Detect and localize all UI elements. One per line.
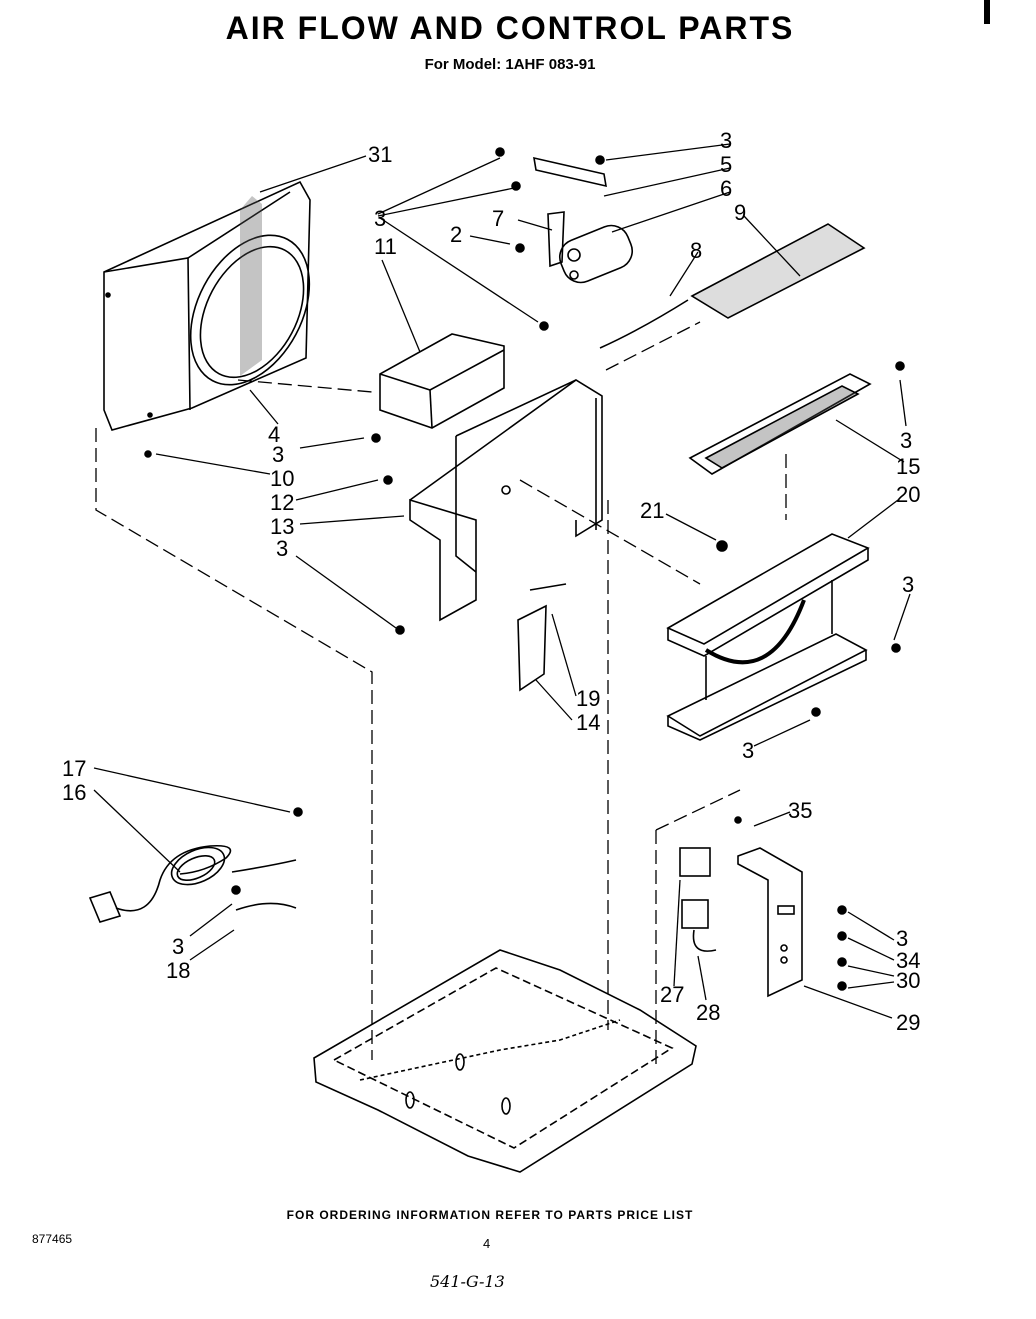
callout-3-grille: 3 xyxy=(900,428,912,453)
callout-3-mid: 3 xyxy=(272,442,284,467)
callout-34: 34 xyxy=(896,948,920,973)
handwritten-note: 541-G-13 xyxy=(430,1272,505,1291)
control-panel-part-13 xyxy=(409,379,603,622)
callout-13: 13 xyxy=(270,514,294,539)
scan-edge-mark xyxy=(984,0,990,24)
leader-lines xyxy=(93,143,911,1019)
grille-part-15 xyxy=(688,373,872,475)
callout-16: 16 xyxy=(62,780,86,805)
page-number: 4 xyxy=(483,1236,491,1251)
callout-3-top: 3 xyxy=(720,128,732,153)
callout-10: 10 xyxy=(270,466,294,491)
ground-wire-part-8 xyxy=(599,299,689,349)
callout-6: 6 xyxy=(720,176,732,201)
filter-part-9 xyxy=(690,223,866,319)
callout-18: 18 xyxy=(166,958,190,983)
callout-3-right: 3 xyxy=(902,572,914,597)
callout-11: 11 xyxy=(374,234,397,259)
callout-35: 35 xyxy=(788,798,812,823)
callout-3-cord: 3 xyxy=(172,934,184,959)
callout-2: 2 xyxy=(450,222,462,247)
fan-shroud-part xyxy=(103,180,311,431)
capacitor-part xyxy=(533,156,633,284)
model-subtitle: For Model: 1AHF 083-91 xyxy=(424,56,596,73)
callout-3-lower: 3 xyxy=(276,536,288,561)
callout-29: 29 xyxy=(896,1010,920,1035)
ordering-info-footer: FOR ORDERING INFORMATION REFER TO PARTS … xyxy=(286,1208,694,1222)
fasteners xyxy=(144,147,905,991)
callout-3-left-upper: 3 xyxy=(374,206,386,231)
callout-17: 17 xyxy=(62,756,86,781)
relay-part-27 xyxy=(679,847,717,952)
callout-numbers: 31 3 5 6 9 7 2 8 11 3 3 4 10 12 13 3 15 … xyxy=(62,128,920,1035)
callout-28: 28 xyxy=(696,1000,720,1025)
callout-12: 12 xyxy=(270,490,294,515)
callout-15: 15 xyxy=(896,454,920,479)
callout-3-bottom: 3 xyxy=(742,738,754,763)
callout-9: 9 xyxy=(734,200,746,225)
power-cord-part-16 xyxy=(88,844,297,923)
control-bracket-part-29 xyxy=(737,847,803,998)
callout-14: 14 xyxy=(576,710,600,735)
callout-7: 7 xyxy=(492,206,504,231)
callout-3-bracket: 3 xyxy=(896,926,908,951)
callout-21: 21 xyxy=(640,498,664,523)
callout-27: 27 xyxy=(660,982,684,1007)
callout-19: 19 xyxy=(576,686,600,711)
callout-20: 20 xyxy=(896,482,920,507)
callout-8: 8 xyxy=(690,238,702,263)
orifice-panel-part-20 xyxy=(666,533,870,741)
assembly-lines xyxy=(95,321,787,1070)
document-number: 877465 xyxy=(32,1232,73,1246)
callout-5: 5 xyxy=(720,152,732,177)
callout-30: 30 xyxy=(896,968,920,993)
switch-bracket-part-14 xyxy=(517,583,567,692)
callout-4: 4 xyxy=(268,422,280,447)
base-pan-part xyxy=(313,949,697,1173)
callout-31: 31 xyxy=(368,142,392,167)
bracket-part-11 xyxy=(379,333,505,429)
diagram-title: AIR FLOW AND CONTROL PARTS xyxy=(225,10,795,46)
